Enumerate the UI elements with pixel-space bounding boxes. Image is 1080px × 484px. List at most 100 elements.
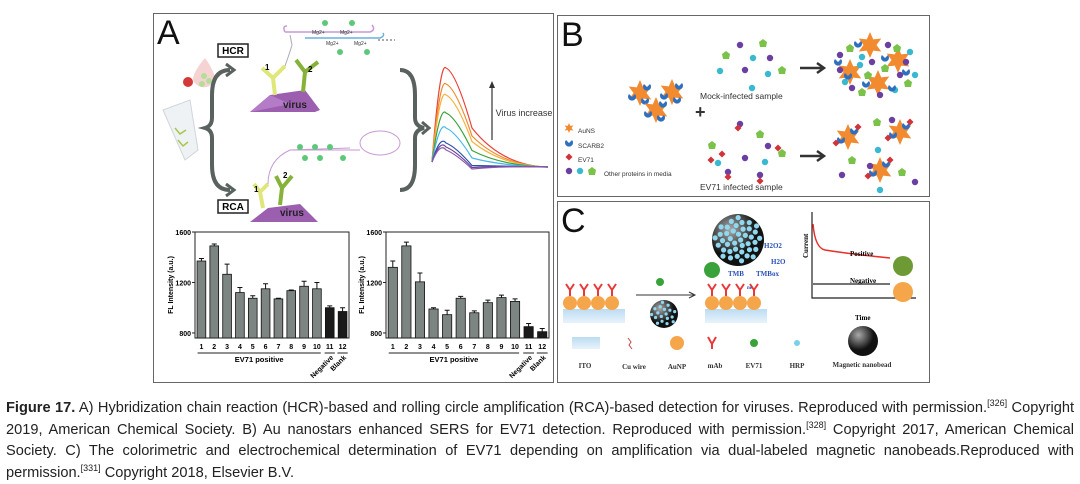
hrp-icon: [753, 223, 760, 229]
error-bar: [498, 294, 504, 298]
protein-icon: [893, 44, 901, 52]
y-axis-label: FL Intensity (a.u.): [359, 256, 366, 314]
error-bar: [539, 328, 545, 332]
x-tick-label: 10: [313, 344, 321, 351]
virus-label: virus: [280, 208, 304, 219]
hrp-icon: [712, 235, 718, 241]
protein-icon: [722, 51, 730, 59]
scarb2-icon: [675, 83, 683, 90]
error-bar: [275, 297, 281, 299]
hrp-icon: [668, 308, 672, 312]
plot-frame: [194, 231, 350, 339]
protein-icon: [764, 142, 772, 150]
virus-label: virus: [283, 100, 307, 111]
x-tick-label: 11: [326, 344, 334, 351]
scarb2-icon: [641, 98, 649, 105]
hrp-icon: [746, 219, 752, 226]
error-bar: [224, 263, 230, 275]
protein-icon: [778, 66, 786, 74]
hrp-icon: [752, 239, 758, 245]
virus-icon: [250, 204, 318, 222]
hrp-icon: [717, 231, 723, 237]
x-tick-label: 2: [404, 344, 408, 351]
caption-text: Copyright 2017, American Chemical Societ…: [6, 421, 1075, 481]
x-tick-label: 9: [500, 344, 504, 351]
spectrum-line: [431, 82, 549, 168]
y-tick-label: 1600: [175, 230, 191, 237]
hrp-icon: [752, 229, 758, 235]
scarb2-icon: [643, 84, 651, 91]
figure-caption: Figure 17. A) Hybridization chain reacti…: [6, 398, 1074, 484]
protein-icon: [856, 61, 864, 69]
legend-auns: AuNS: [578, 128, 596, 135]
error-bar: [431, 307, 437, 309]
hrp-icon: [666, 303, 670, 307]
gold-nanostar-icon: [888, 119, 912, 145]
scarb2-icon: [657, 115, 665, 122]
hrp-icon: [718, 224, 724, 230]
mock-sample-label: Mock-infected sample: [700, 91, 783, 101]
hrp-icon: [649, 312, 654, 317]
mg-ion-label: Mg2+: [326, 41, 339, 47]
gold-nanostar-icon: [838, 59, 862, 85]
x-tick-label: 8: [486, 344, 490, 351]
scarb2-icon: [850, 128, 858, 135]
error-bar: [417, 272, 423, 282]
protein-icon: [724, 168, 732, 176]
hrp-icon: [715, 242, 721, 248]
x-tick-label: 5: [445, 344, 449, 351]
ev71-icon: [832, 139, 840, 147]
protein-icon: [716, 67, 724, 75]
sample-tube-icon: [162, 99, 199, 161]
protein-icon: [898, 168, 906, 176]
ne-label: ne: [747, 286, 753, 291]
protein-icon: [864, 71, 872, 79]
ev71-sample-label: EV71 infected sample: [700, 182, 783, 192]
hrp-icon: [720, 247, 727, 253]
hrp-icon: [673, 310, 677, 314]
x-tick-label: 7: [472, 344, 476, 351]
legend-scarb2: SCARB2: [578, 143, 604, 150]
virus-icon: [250, 90, 320, 112]
hrp-icon: [671, 320, 675, 324]
y-tick-label: 800: [370, 331, 382, 338]
protein-icon: [836, 51, 844, 59]
y-tick-label: 1200: [366, 280, 382, 287]
scarb2-icon: [854, 41, 862, 48]
legend-aunp: AuNP: [668, 363, 687, 371]
spectrum-line: [431, 66, 549, 168]
mg-ion-label: Mg2+: [354, 41, 367, 47]
hrp-icon: [662, 307, 667, 311]
x-tick-label: 6: [264, 344, 268, 351]
protein-icon: [741, 66, 749, 74]
caption-text: Copyright 2019, American Chemical Societ…: [6, 400, 1074, 438]
tmbox-label: TMBox: [756, 270, 779, 278]
x-tick-label: 12: [538, 344, 546, 351]
x-tick-label: 9: [302, 344, 306, 351]
protein-icon: [868, 58, 876, 66]
error-bar: [263, 283, 269, 289]
ev71-icon: [884, 134, 892, 142]
error-bar: [485, 299, 491, 303]
ev71-icon: [707, 156, 715, 164]
scarb2-icon: [902, 123, 910, 130]
virus-increase-label: Virus increase: [496, 108, 553, 118]
x-tick-label: 12: [339, 344, 347, 351]
protein-icon: [873, 118, 881, 126]
hrp-icon: [748, 234, 754, 240]
arrow-icon: [800, 149, 827, 163]
hrp-icon: [660, 300, 665, 305]
legend-cu-wire: Cu wire: [622, 363, 646, 371]
spectrum-line: [431, 111, 549, 168]
caption-label: Figure 17.: [6, 400, 76, 416]
hrp-icon: [665, 322, 669, 326]
hrp-icon: [750, 254, 756, 260]
hrp-icon: [739, 219, 745, 226]
reference-331: [331]: [80, 462, 101, 473]
y-tick-label: 800: [179, 331, 191, 338]
error-bar: [526, 322, 532, 327]
error-bar: [198, 258, 204, 262]
